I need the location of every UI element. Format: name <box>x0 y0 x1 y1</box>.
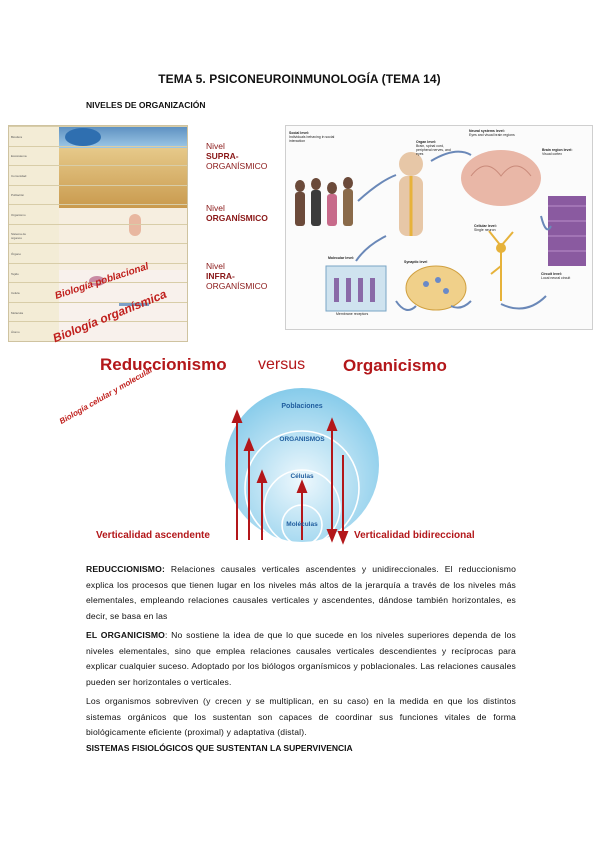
circuit-level-label: Circuit level:Local neural circuit <box>541 272 589 280</box>
label-text: Single neuron <box>474 228 496 232</box>
label-text: Eyes and visual brain regions <box>469 133 515 137</box>
level-row: Órgano <box>9 243 187 264</box>
organism-band <box>59 208 187 270</box>
nivel-name: INFRA- <box>206 271 235 281</box>
level-row-label: Población <box>11 193 25 198</box>
nivel-supra-label: Nivel SUPRA- ORGANÍSMICO <box>206 141 267 171</box>
neural-systems-label: Neural systems level:Eyes and visual bra… <box>469 129 539 137</box>
level-row-label: Sistema de órganos <box>11 232 27 241</box>
organ-level-label: Organ level:Brain, spinal cord, peripher… <box>416 140 452 156</box>
label-title: Synaptic level <box>404 260 428 264</box>
arrow-head <box>326 417 338 431</box>
level-row: Sistema de órganos <box>9 223 187 245</box>
arrow-head <box>231 409 243 423</box>
paragraph-text: : No sostiene la idea de que lo que suce… <box>86 630 516 687</box>
nivel-name: ORGANÍSMICO <box>206 213 268 223</box>
level-row: Molécula <box>9 301 187 323</box>
reduccionismo-heading: Reduccionismo <box>100 355 227 374</box>
paragraph-organicismo: EL ORGANICISMO: No sostiene la idea de q… <box>86 628 516 690</box>
level-row: Población <box>9 184 187 206</box>
nivel-suffix: ORGANÍSMICO <box>206 281 268 291</box>
arrow-head <box>243 437 255 451</box>
level-row: Biosfera <box>9 126 187 147</box>
label-text: Brain, spinal cord, peripheral nerves, a… <box>416 144 451 156</box>
label-title: Social level: <box>289 131 310 135</box>
membrane-receptors-label: Membrane receptors <box>336 312 386 316</box>
document-title: TEMA 5. PSICONEUROINMUNOLOGÍA (TEMA 14) <box>158 72 441 86</box>
molecular-level-label: Molecular level: <box>328 256 378 260</box>
label-moleculas: Moléculas <box>286 521 318 528</box>
cell-shape <box>89 276 105 286</box>
nivel-prefix: Nivel <box>206 203 225 213</box>
label-title: Molecular level: <box>328 256 355 260</box>
level-row-label: Órgano <box>11 252 22 257</box>
paragraph-organismos: Los organismos sobreviven (y crecen y se… <box>86 696 516 738</box>
label-title: Neural systems level: <box>469 129 505 133</box>
arrow-head <box>326 529 338 543</box>
level-row-label: Organismo <box>11 212 26 217</box>
label-title: Brain region level: <box>542 148 573 152</box>
versus-text: versus <box>258 356 306 373</box>
brain-region-label: Brain region level:Visual cortex <box>542 148 590 156</box>
section-heading-niveles: NIVELES DE ORGANIZACIÓN <box>86 100 206 110</box>
label-title: Organ level: <box>416 140 437 144</box>
term-reduccionismo: REDUCCIONISMO: <box>86 564 165 574</box>
level-row-label: Tejido <box>11 271 19 276</box>
paragraph-reduccionismo: REDUCCIONISMO: Relaciones causales verti… <box>86 562 516 624</box>
label-title: Membrane receptors <box>336 312 369 316</box>
level-row: Célula <box>9 282 187 303</box>
verticalidad-bidireccional-caption: Verticalidad bidireccional <box>354 530 475 541</box>
organ-shape <box>129 214 141 236</box>
nested-circles-diagram: Poblaciones ORGANISMOS Células Moléculas <box>225 388 379 545</box>
label-title: Cellular level: <box>474 224 497 228</box>
circle-celulas <box>263 469 341 545</box>
label-text: Local neural circuit <box>541 276 571 280</box>
nivel-suffix: ORGANÍSMICO <box>206 161 268 171</box>
nivel-infra-label: Nivel INFRA- ORGANÍSMICO <box>206 261 267 291</box>
nivel-prefix: Nivel <box>206 261 225 271</box>
arrow-head <box>296 479 308 493</box>
level-row-label: Ecosistema <box>11 154 27 159</box>
arrow-head <box>256 469 268 483</box>
level-row-label: Biosfera <box>11 134 23 139</box>
level-row-label: Célula <box>11 291 20 296</box>
label-celulas: Células <box>290 473 314 480</box>
social-level-label: Social level:Individuals behaving in soc… <box>289 131 344 143</box>
molecule-shape <box>119 302 149 306</box>
level-row: Átomo <box>9 321 187 342</box>
organicismo-heading: Organicismo <box>343 356 447 375</box>
label-text: Individuals behaving in social interacti… <box>289 135 335 143</box>
paragraph-text: Relaciones causales verticales ascendent… <box>86 564 516 621</box>
arrow-head <box>337 531 349 545</box>
savanna-band <box>59 148 187 208</box>
level-row-label: Átomo <box>11 330 20 335</box>
label-organismos: ORGANISMOS <box>279 436 325 443</box>
cellular-level-label: Cellular level:Single neuron <box>474 224 514 232</box>
verticalidad-ascendente-caption: Verticalidad ascendente <box>96 530 210 541</box>
nivel-prefix: Nivel <box>206 141 225 151</box>
circle-organismos <box>244 430 360 545</box>
level-row: Organismo <box>9 204 187 225</box>
neural-systems-figure: Social level:Individuals behaving in soc… <box>285 125 593 330</box>
earth-globe <box>65 128 101 146</box>
nivel-organismico-label: Nivel ORGANÍSMICO <box>206 203 268 223</box>
synaptic-level-label: Synaptic level <box>404 260 444 264</box>
label-title: Circuit level: <box>541 272 563 276</box>
term-organicismo: EL ORGANICISMO <box>86 630 165 640</box>
level-row: Ecosistema <box>9 145 187 167</box>
label-poblaciones: Poblaciones <box>281 403 322 410</box>
level-row: Comunidad <box>9 165 187 186</box>
level-row-label: Comunidad <box>11 173 27 178</box>
section-heading-sistemas: SISTEMAS FISIOLÓGICOS QUE SUSTENTAN LA S… <box>86 743 353 753</box>
nivel-name: SUPRA- <box>206 151 239 161</box>
systems-illustration <box>295 150 586 312</box>
label-text: Visual cortex <box>542 152 562 156</box>
level-row: Tejido <box>9 262 187 284</box>
level-row-label: Molécula <box>11 310 24 315</box>
